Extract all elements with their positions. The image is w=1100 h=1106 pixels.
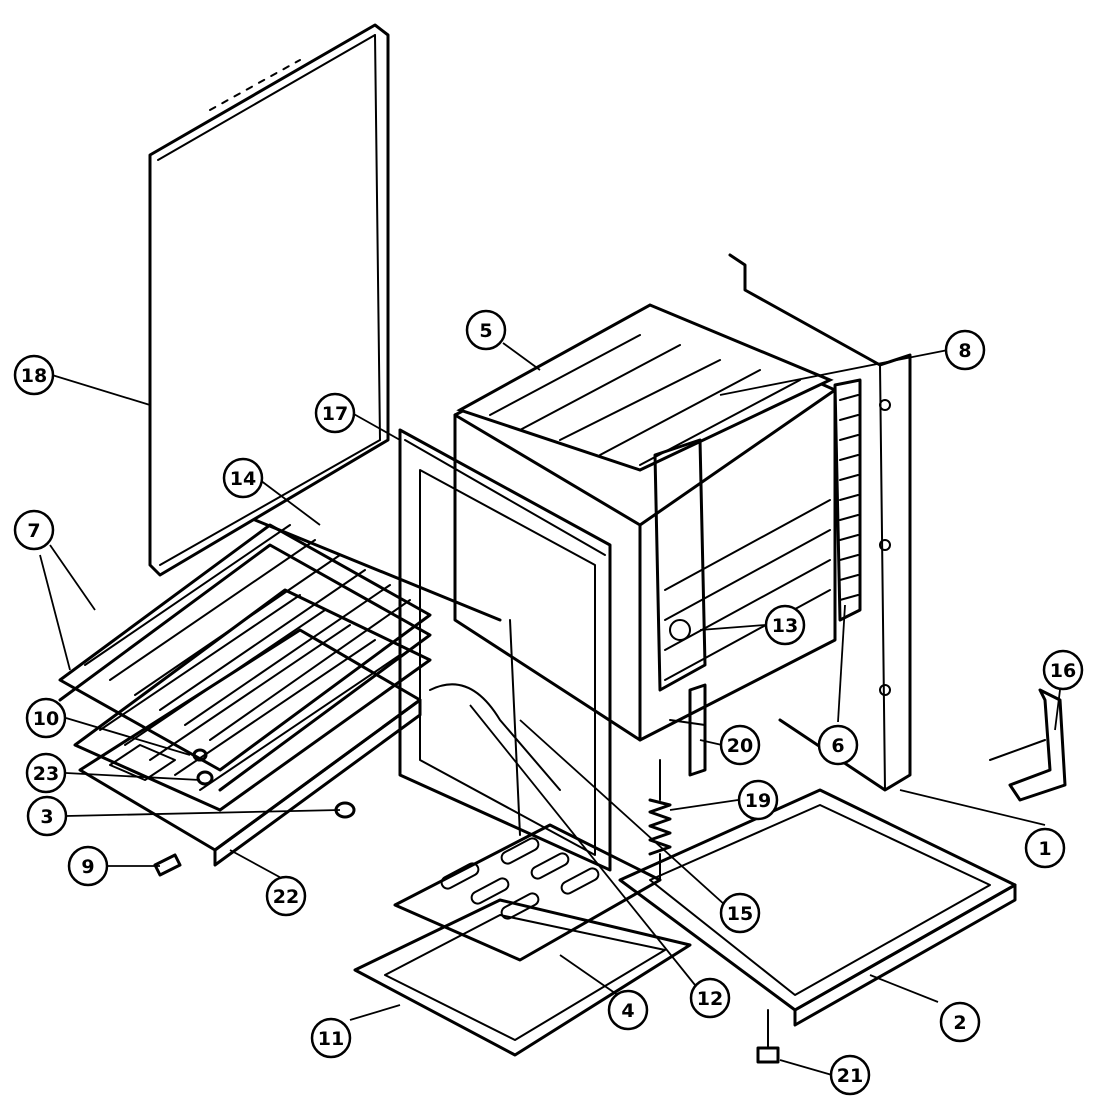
- callout-23-label: 23: [33, 763, 59, 785]
- callout-6: 6: [817, 724, 859, 766]
- callout-8: 8: [944, 329, 986, 371]
- callout-23: 23: [25, 752, 67, 794]
- callout-19: 19: [737, 779, 779, 821]
- callout-13: 13: [764, 604, 806, 646]
- callout-14-label: 14: [230, 468, 256, 490]
- callout-1-label: 1: [1038, 838, 1051, 860]
- part-latch: [669, 683, 707, 777]
- callout-17-label: 17: [322, 403, 348, 425]
- callout-21: 21: [829, 1054, 871, 1096]
- callout-12: 12: [689, 977, 731, 1019]
- callout-10-label: 10: [33, 708, 59, 730]
- callout-9: 9: [67, 845, 109, 887]
- callout-5-label: 5: [479, 320, 492, 342]
- callout-22: 22: [265, 875, 307, 917]
- callout-9-label: 9: [81, 856, 94, 878]
- part-spring: [648, 759, 672, 881]
- callout-6-label: 6: [831, 735, 844, 757]
- callout-8-label: 8: [958, 340, 971, 362]
- callout-16: 16: [1042, 649, 1084, 691]
- part-hinge-plate: [653, 438, 707, 692]
- part-oven-racks: [58, 523, 432, 812]
- callout-19-label: 19: [745, 790, 771, 812]
- part-corner-bracket: [989, 688, 1067, 802]
- part-bottom-frame: [618, 788, 1017, 1027]
- callout-4: 4: [607, 989, 649, 1031]
- callout-18-label: 18: [21, 365, 47, 387]
- callout-4-label: 4: [621, 1000, 634, 1022]
- part-side-panel: [148, 23, 390, 577]
- callout-10: 10: [25, 697, 67, 739]
- callout-3: 3: [26, 795, 68, 837]
- callout-15: 15: [719, 892, 761, 934]
- callout-5: 5: [465, 309, 507, 351]
- part-front-frame: [398, 428, 612, 872]
- callout-7: 7: [13, 509, 55, 551]
- callout-15-label: 15: [727, 903, 753, 925]
- callout-20: 20: [719, 724, 761, 766]
- callout-2-label: 2: [953, 1012, 966, 1034]
- part-rods: [253, 518, 561, 836]
- callout-1: 1: [1024, 827, 1066, 869]
- callout-2: 2: [939, 1001, 981, 1043]
- part-fasteners: [192, 748, 356, 819]
- callout-11-label: 11: [318, 1028, 344, 1050]
- part-broil-pan: [353, 898, 692, 1057]
- part-insulation-strip: [833, 378, 862, 622]
- part-oven-cavity: [453, 303, 837, 742]
- callout-20-label: 20: [727, 735, 753, 757]
- callout-21-label: 21: [837, 1065, 863, 1087]
- callout-12-label: 12: [697, 988, 723, 1010]
- callout-14: 14: [222, 457, 264, 499]
- part-back-panel: [728, 253, 912, 792]
- callout-13-label: 13: [772, 615, 798, 637]
- leader-lines: [39, 342, 1061, 1076]
- part-leveling-leg: [756, 1009, 780, 1064]
- part-clip: [153, 853, 182, 877]
- callout-18: 18: [13, 354, 55, 396]
- callout-22-label: 22: [273, 886, 299, 908]
- callout-16-label: 16: [1050, 660, 1076, 682]
- callout-17: 17: [314, 392, 356, 434]
- callout-3-label: 3: [40, 806, 53, 828]
- callout-11: 11: [310, 1017, 352, 1059]
- callout-7-label: 7: [27, 520, 40, 542]
